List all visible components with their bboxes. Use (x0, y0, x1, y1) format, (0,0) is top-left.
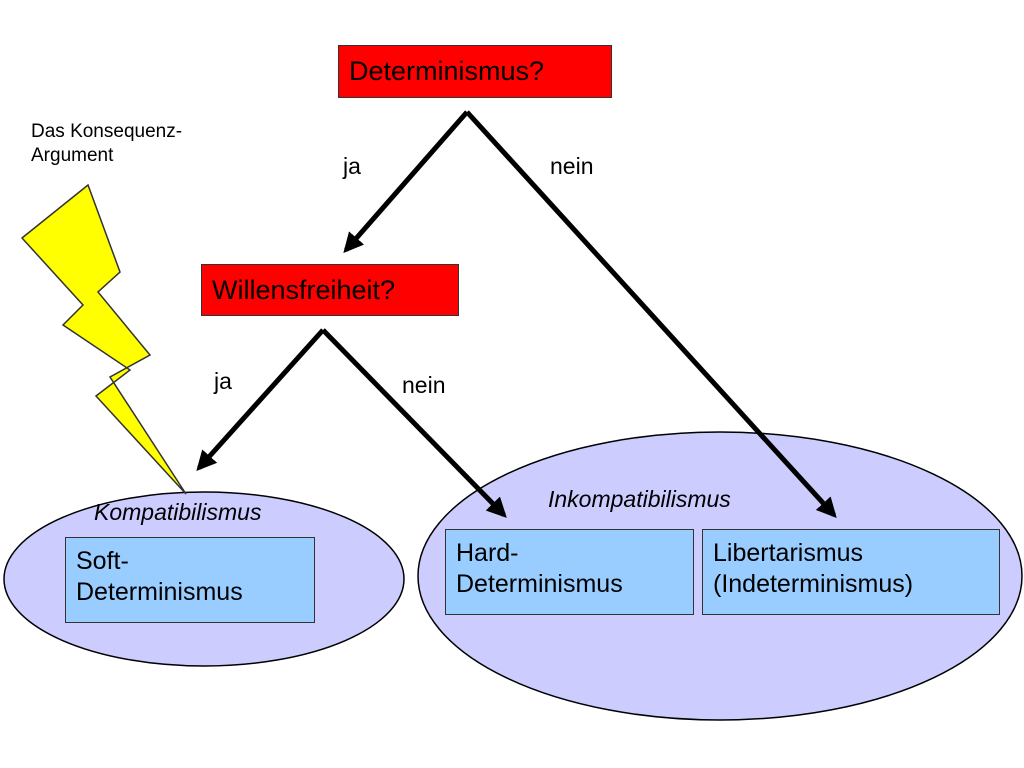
arrow-top-nein (465, 110, 837, 518)
determinismus-node: Determinismus? (338, 45, 612, 98)
note-line-1: Das Konsequenz- (31, 121, 183, 142)
soft-line-1: Soft- (76, 547, 129, 575)
top-nein-label: nein (550, 153, 594, 179)
willensfreiheit-node: Willensfreiheit? (201, 264, 459, 316)
konsequenz-argument-note: Das Konsequenz- Argument (31, 120, 182, 168)
mid-nein-label: nein (402, 372, 446, 398)
lightning-bolt (20, 183, 187, 495)
inkompatibilismus-label: Inkompatibilismus (548, 486, 731, 512)
determinismus-label: Determinismus? (349, 56, 545, 86)
arrow-top-ja (343, 110, 469, 254)
libertarismus-line-1: Libertarismus (713, 539, 864, 567)
hard-line-1: Hard- (456, 539, 519, 567)
hard-line-2: Determinismus (456, 570, 623, 598)
arrow-mid-nein (321, 328, 507, 518)
arrow-mid-ja (196, 328, 325, 471)
top-ja-label: ja (343, 153, 361, 179)
libertarismus-line-2: (Indeterminismus) (713, 570, 914, 598)
note-line-2: Argument (31, 145, 114, 166)
kompatibilismus-label: Kompatibilismus (94, 499, 262, 525)
willensfreiheit-label: Willensfreiheit? (212, 274, 396, 305)
soft-determinismus-node: Soft- Determinismus (65, 537, 315, 623)
hard-determinismus-node: Hard- Determinismus (445, 529, 694, 615)
libertarismus-node: Libertarismus (Indeterminismus) (702, 529, 1000, 615)
mid-ja-label: ja (214, 368, 232, 394)
soft-line-2: Determinismus (76, 578, 243, 606)
